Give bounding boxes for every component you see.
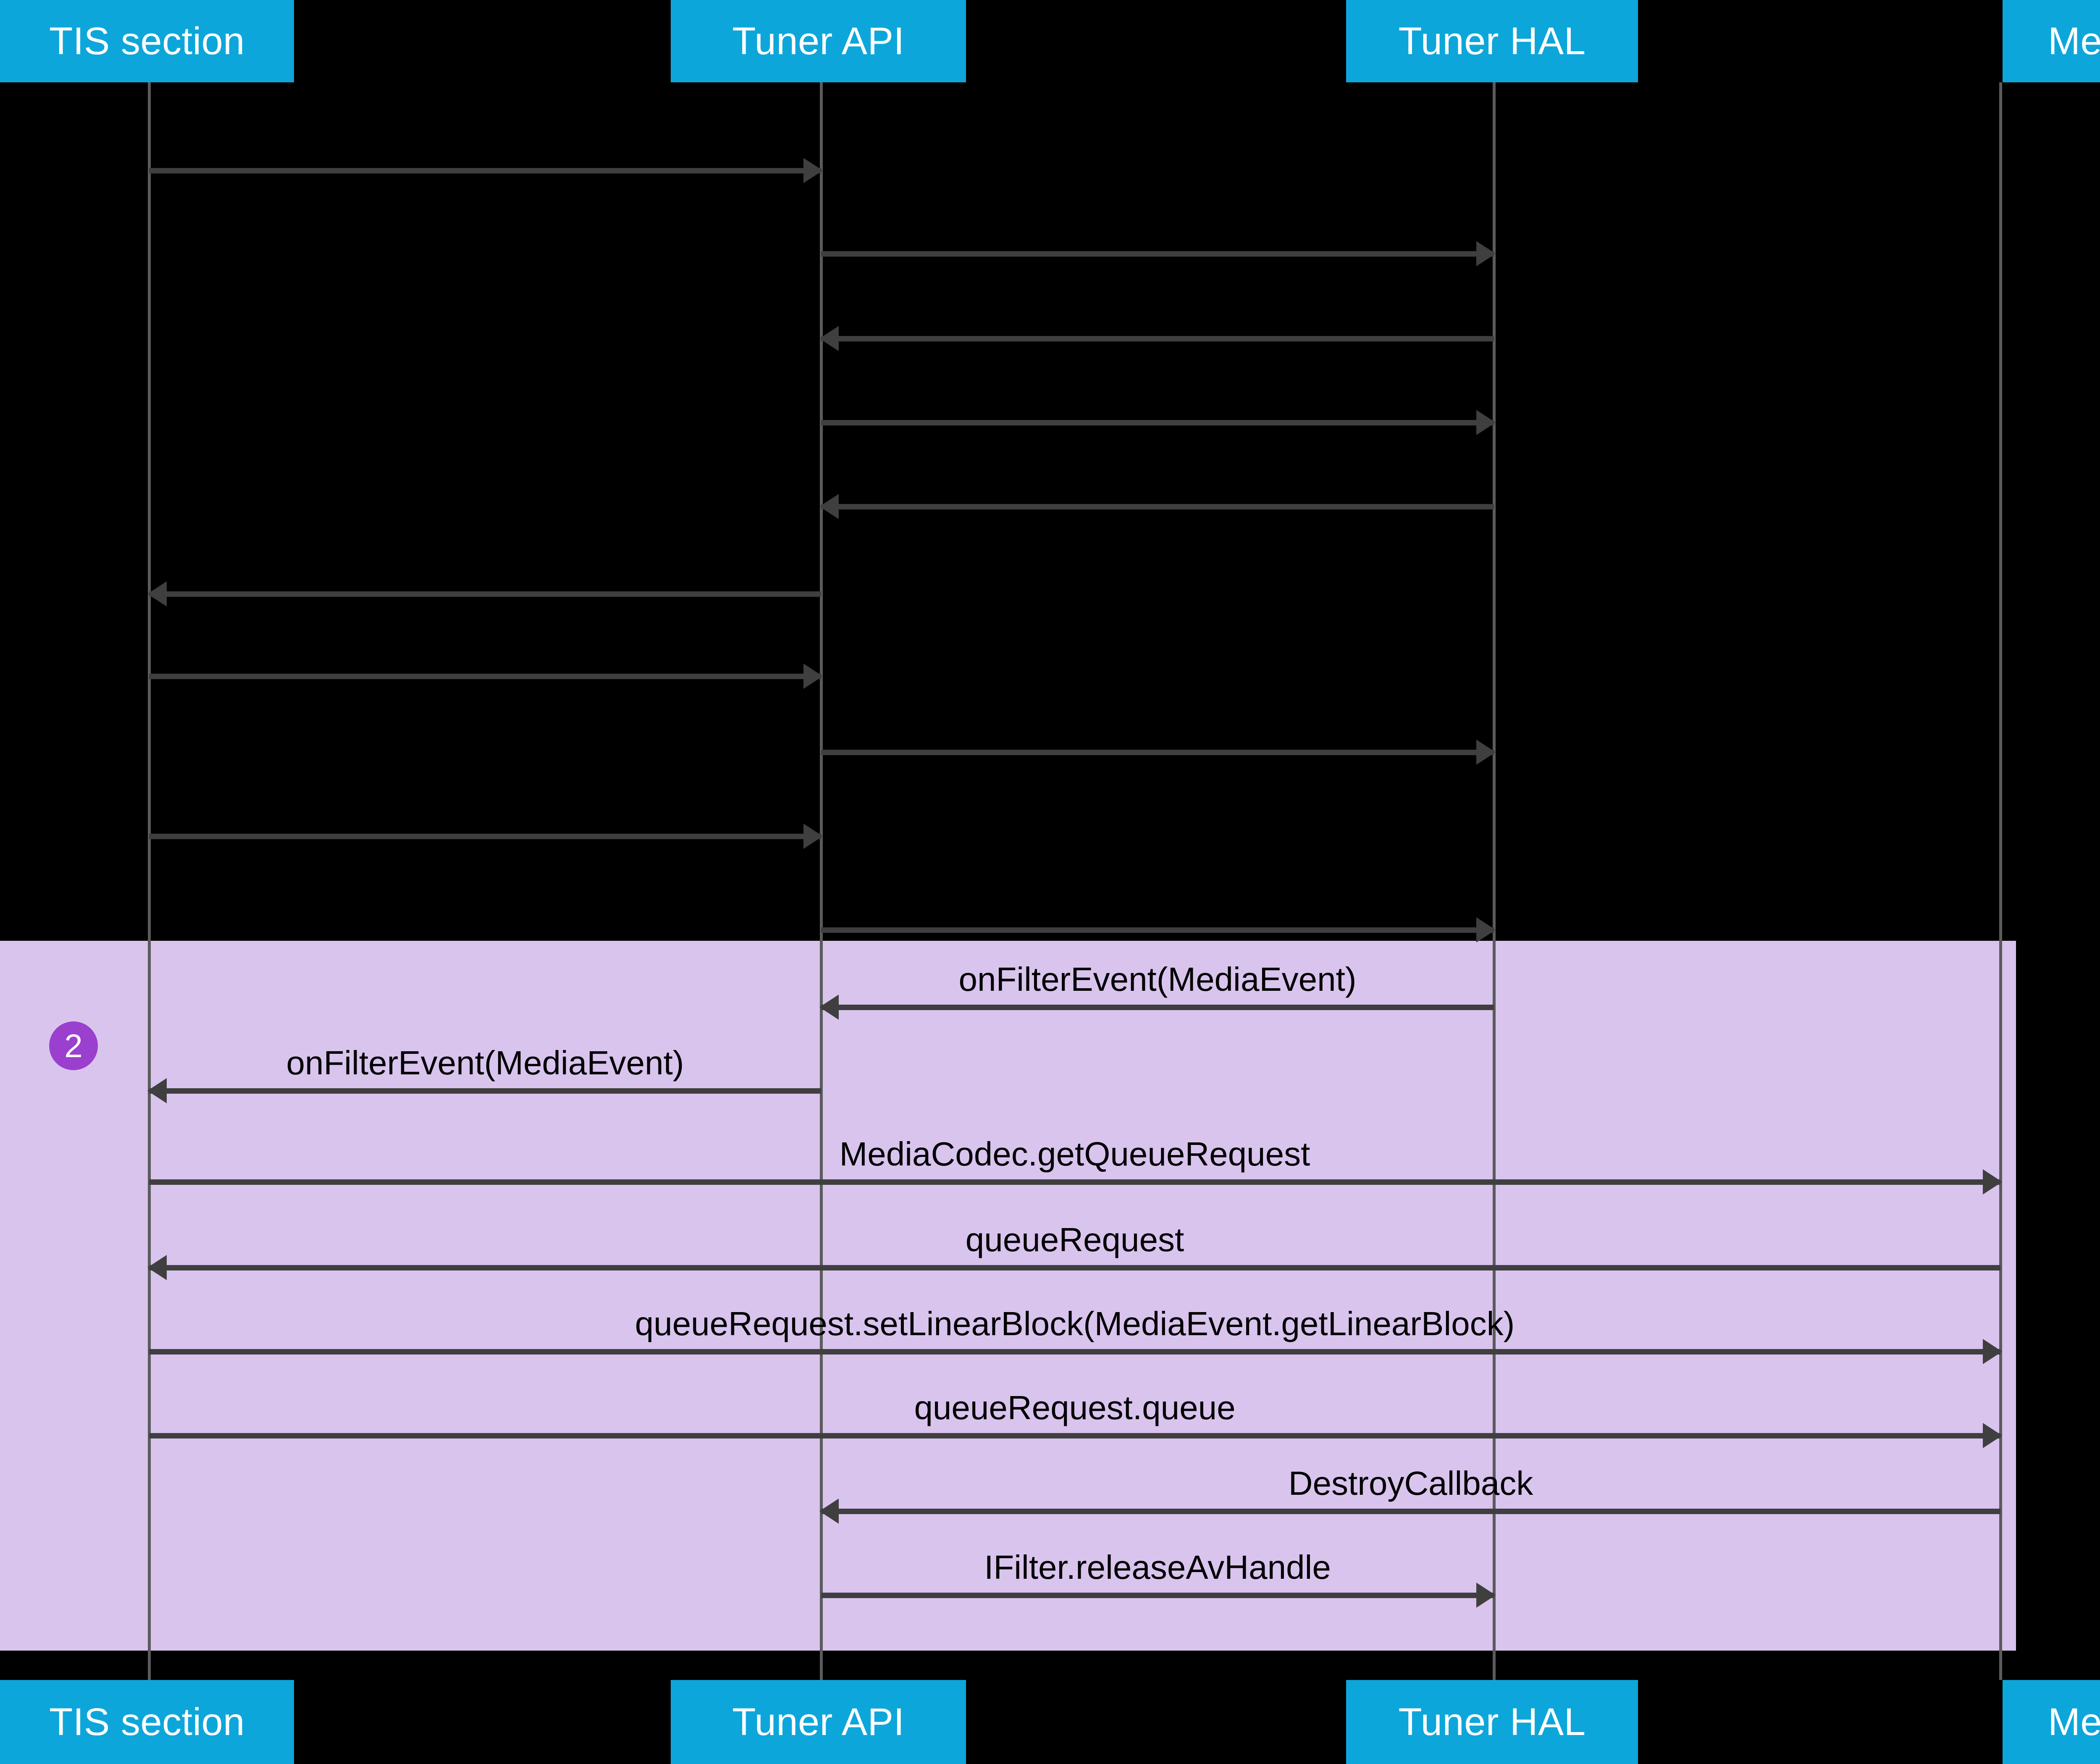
message-line [149, 168, 821, 173]
message-label: IFilter.releaseAvHandle [984, 1549, 1331, 1586]
actor-label: Tuner HAL [1398, 20, 1586, 63]
lifeline-mediacodec [1999, 82, 2002, 1680]
message-label: DestroyCallback [1288, 1465, 1533, 1502]
lifeline-tuner_hal [1493, 82, 1496, 1680]
actor-footer-mediacodec[interactable]: MediaCodec [2003, 1680, 2100, 1764]
arrowhead-icon [1983, 1339, 2002, 1364]
arrowhead-icon [1983, 1423, 2002, 1448]
message-label: MediaCodec.getQueueRequest [839, 1135, 1310, 1173]
message-line [149, 591, 821, 597]
message-line [821, 420, 1494, 425]
message-line [149, 834, 821, 839]
arrowhead-icon [1983, 1169, 2002, 1194]
message-line [821, 251, 1494, 257]
arrowhead-icon [1476, 410, 1496, 435]
actor-label: TIS section [49, 20, 245, 63]
message-line [821, 750, 1494, 755]
message-line [821, 1005, 1494, 1010]
message-label: queueRequest [965, 1221, 1184, 1258]
actor-label: MediaCodec [2048, 20, 2100, 63]
actor-header-tuner_hal[interactable]: Tuner HAL [1346, 0, 1638, 82]
message-line [149, 1265, 2000, 1270]
message-line [149, 1349, 2000, 1354]
message-label: queueRequest.queue [914, 1389, 1236, 1426]
actor-footer-tis[interactable]: TIS section [0, 1680, 294, 1764]
arrowhead-icon [819, 1499, 839, 1524]
message-line [821, 336, 1494, 341]
message-label: onFilterEvent(MediaEvent) [286, 1044, 684, 1082]
message-line [149, 1179, 2000, 1185]
message-line [149, 1088, 821, 1094]
arrowhead-icon [1476, 740, 1496, 765]
step-badge-2: 2 [49, 1021, 98, 1070]
message-line [149, 674, 821, 679]
arrowhead-icon [147, 1078, 167, 1103]
arrowhead-icon [147, 581, 167, 606]
arrowhead-icon [819, 326, 839, 351]
message-line [821, 927, 1494, 933]
actor-label: Tuner API [732, 1701, 905, 1743]
message-line [821, 504, 1494, 509]
arrowhead-icon [1476, 241, 1496, 266]
actor-label: Tuner HAL [1398, 1701, 1586, 1743]
message-label: queueRequest.setLinearBlock(MediaEvent.g… [635, 1305, 1515, 1342]
message-line [149, 1433, 2000, 1438]
arrowhead-icon [819, 494, 839, 519]
actor-header-mediacodec[interactable]: MediaCodec [2003, 0, 2100, 82]
actor-footer-tuner_hal[interactable]: Tuner HAL [1346, 1680, 1638, 1764]
actor-footer-tuner_api[interactable]: Tuner API [671, 1680, 966, 1764]
actor-header-tis[interactable]: TIS section [0, 0, 294, 82]
step-badge-number: 2 [64, 1027, 83, 1064]
message-line [821, 1509, 2000, 1514]
actor-label: MediaCodec [2048, 1701, 2100, 1743]
actor-header-tuner_api[interactable]: Tuner API [671, 0, 966, 82]
arrowhead-icon [803, 664, 823, 689]
actor-label: Tuner API [732, 20, 905, 63]
message-label: onFilterEvent(MediaEvent) [958, 961, 1357, 998]
lifeline-tuner_api [820, 82, 823, 1680]
highlight-region-step-2 [0, 941, 2016, 1651]
actor-label: TIS section [49, 1701, 245, 1743]
arrowhead-icon [147, 1255, 167, 1280]
arrowhead-icon [803, 824, 823, 849]
arrowhead-icon [803, 158, 823, 183]
arrowhead-icon [819, 995, 839, 1020]
lifeline-tis [148, 82, 151, 1680]
arrowhead-icon [1476, 917, 1496, 942]
arrowhead-icon [1476, 1583, 1496, 1608]
message-line [821, 1593, 1494, 1598]
